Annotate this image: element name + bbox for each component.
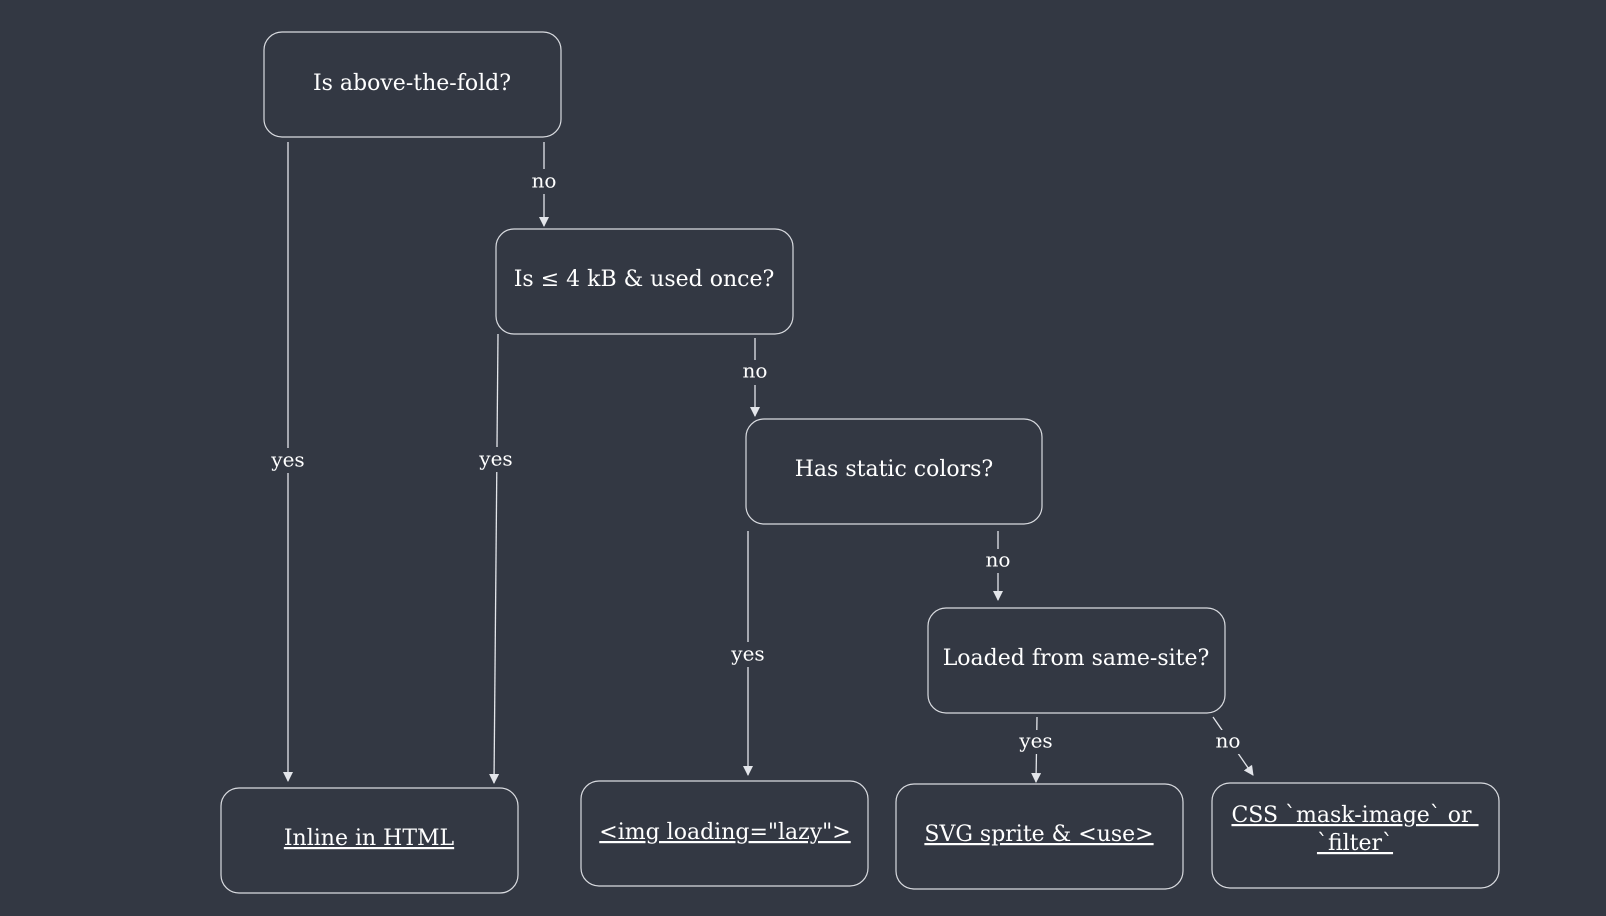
node-static-colors-label: Has static colors? — [795, 457, 993, 482]
decision-nodes: Is above-the-fold? Is ≤ 4 kB & used once… — [263, 31, 1226, 714]
leaf-inline-html-label[interactable]: Inline in HTML — [284, 826, 455, 851]
leaf-svg-sprite — [895, 783, 1184, 890]
node-same-site-label: Loaded from same-site? — [943, 646, 1210, 671]
leaf-img-lazy-label[interactable]: <img loading="lazy"> — [599, 820, 850, 845]
edge-label-size-yes: yes — [478, 447, 512, 471]
leaf-css-mask-line-2: `filter` — [1317, 831, 1393, 856]
leaf-css-mask — [1211, 782, 1500, 889]
node-size-check — [495, 228, 794, 335]
node-above-the-fold — [263, 31, 562, 138]
edge-label-colors-no: no — [986, 548, 1011, 572]
outcome-nodes: Inline in HTML <img loading="lazy"> SVG … — [220, 780, 1500, 894]
edge-label-site-yes: yes — [1018, 729, 1052, 753]
node-static-colors — [745, 418, 1043, 525]
leaf-css-mask-label[interactable]: CSS `mask-image` or `filter` — [1231, 803, 1478, 856]
edge-label-fold-yes: yes — [270, 448, 304, 472]
edge-label-size-no: no — [743, 359, 768, 383]
node-same-site — [927, 607, 1226, 714]
node-size-check-label: Is ≤ 4 kB & used once? — [514, 267, 775, 292]
leaf-svg-sprite-label[interactable]: SVG sprite & <use> — [924, 822, 1153, 847]
edge-labels: no yes yes no yes no yes no — [267, 169, 1246, 754]
edge-label-site-no: no — [1216, 729, 1241, 753]
edge-label-fold-no: no — [532, 169, 557, 193]
leaf-inline-html — [220, 787, 519, 894]
node-above-the-fold-label: Is above-the-fold? — [313, 71, 511, 96]
leaf-img-lazy — [580, 780, 869, 887]
edge-label-colors-yes: yes — [730, 642, 764, 666]
leaf-css-mask-line-1: CSS `mask-image` or — [1231, 803, 1478, 828]
edge-size-yes — [489, 333, 500, 784]
